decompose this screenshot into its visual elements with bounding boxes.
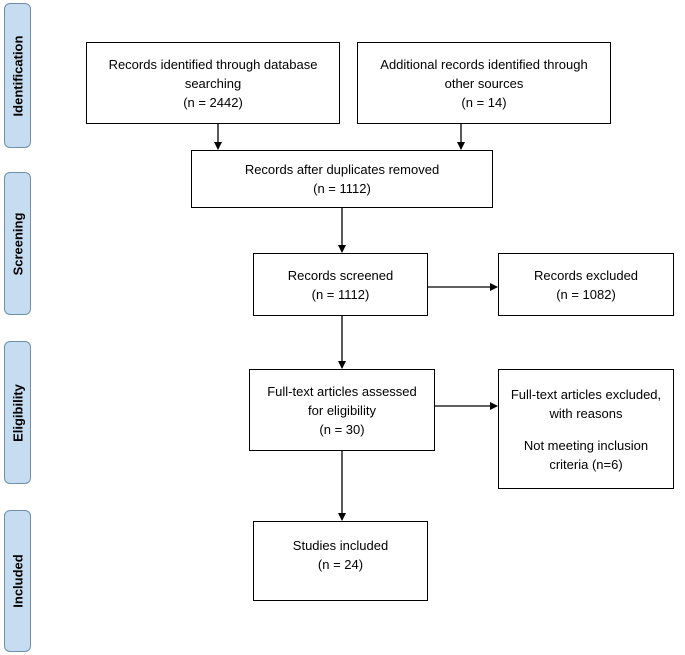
box-records-screened-line1: Records screened <box>287 267 394 283</box>
box-fulltext-excluded-reason-line2: criteria (n=6) <box>549 456 623 472</box>
phase-identification: Identification <box>4 3 31 148</box>
box-additional-records-line1: Additional records identified through <box>380 56 588 72</box>
box-additional-records-count: (n = 14) <box>461 94 507 110</box>
box-duplicates-removed: Records after duplicates removed (n = 11… <box>191 150 493 208</box>
box-records-excluded-line1: Records excluded <box>533 267 639 283</box>
box-fulltext-assessed-line1: Full-text articles assessed <box>267 383 417 399</box>
box-records-screened: Records screened (n = 1112) <box>253 253 428 316</box>
phase-eligibility: Eligibility <box>4 341 31 484</box>
box-studies-included-count: (n = 24) <box>317 557 364 572</box>
box-fulltext-excluded-reason-line1: Not meeting inclusion <box>523 437 649 453</box>
box-database-records-count: (n = 2442) <box>183 94 243 110</box>
box-fulltext-excluded-line2: with reasons <box>549 405 623 421</box>
box-studies-included-line1: Studies included <box>292 538 389 553</box>
box-fulltext-assessed-line2: for eligibility <box>308 402 376 418</box>
box-studies-included: Studies included (n = 24) <box>253 521 428 601</box>
box-records-excluded: Records excluded (n = 1082) <box>498 253 674 316</box>
box-records-screened-count: (n = 1112) <box>311 286 370 302</box>
box-fulltext-assessed-count: (n = 30) <box>319 421 365 437</box>
box-database-records-line2: searching <box>184 75 242 91</box>
box-additional-records: Additional records identified through ot… <box>357 42 611 124</box>
box-records-excluded-count: (n = 1082) <box>556 286 616 302</box>
box-fulltext-excluded-line1: Full-text articles excluded, <box>510 386 662 402</box>
box-database-records-line1: Records identified through database <box>108 56 318 72</box>
phase-screening: Screening <box>4 172 31 315</box>
box-fulltext-assessed: Full-text articles assessed for eligibil… <box>249 369 435 451</box>
box-fulltext-excluded: Full-text articles excluded, with reason… <box>498 369 674 489</box>
box-duplicates-removed-line1: Records after duplicates removed <box>244 162 440 177</box>
box-additional-records-line2: other sources <box>444 75 524 91</box>
box-duplicates-removed-count: (n = 1112) <box>313 181 371 196</box>
box-database-records: Records identified through database sear… <box>86 42 340 124</box>
phase-included: Included <box>4 510 31 652</box>
